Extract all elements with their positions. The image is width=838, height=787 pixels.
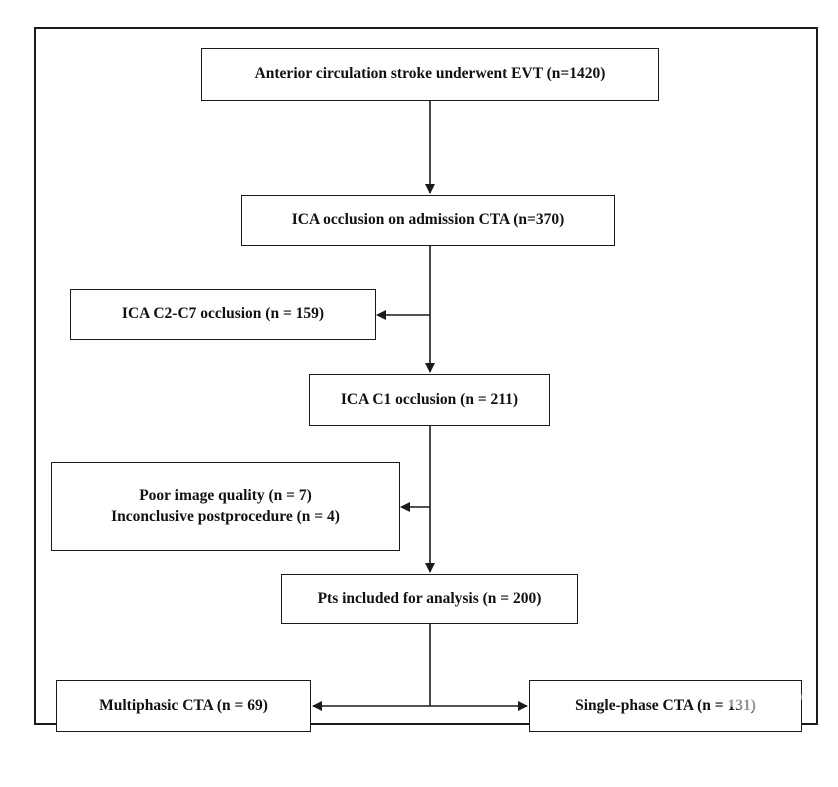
node-included: Pts included for analysis (n = 200) — [281, 574, 578, 624]
node-excluded-c2-c7: ICA C2-C7 occlusion (n = 159) — [70, 289, 376, 340]
node-total-label: Anterior circulation stroke underwent EV… — [254, 65, 606, 83]
node-total: Anterior circulation stroke underwent EV… — [201, 48, 659, 101]
node-excluded-quality-line2: Inconclusive postprocedure (n = 4) — [111, 507, 340, 525]
node-ica-occlusion: ICA occlusion on admission CTA (n=370) — [241, 195, 615, 246]
node-ica-c1: ICA C1 occlusion (n = 211) — [309, 374, 550, 426]
node-excluded-quality: Poor image quality (n = 7) Inconclusive … — [51, 462, 400, 551]
node-multiphasic-label: Multiphasic CTA (n = 69) — [99, 696, 268, 714]
node-included-label: Pts included for analysis (n = 200) — [317, 589, 542, 607]
node-excluded-quality-line1: Poor image quality (n = 7) — [139, 486, 312, 504]
node-multiphasic: Multiphasic CTA (n = 69) — [56, 680, 311, 732]
node-ica-occlusion-label: ICA occlusion on admission CTA (n=370) — [291, 211, 565, 229]
node-ica-c1-label: ICA C1 occlusion (n = 211) — [340, 390, 519, 408]
watermark-smudge — [722, 682, 802, 712]
node-single-phase-label: Single-phase CTA (n = 131) — [575, 696, 756, 714]
diagram-frame — [34, 27, 818, 725]
node-excluded-c2-c7-label: ICA C2-C7 occlusion (n = 159) — [121, 305, 325, 323]
